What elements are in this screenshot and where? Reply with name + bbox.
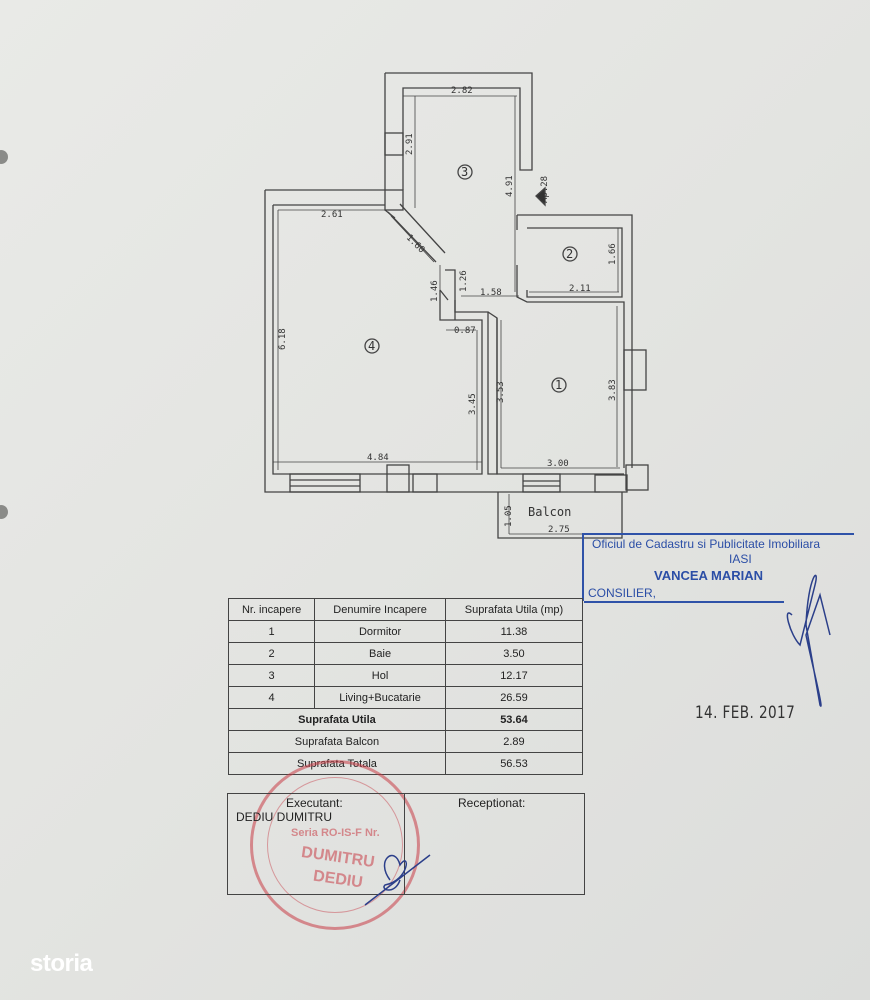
room-markers: 3 4 2 1 (364, 164, 578, 393)
col-header: Denumire Incapere (314, 598, 446, 621)
dim-label: 1.46 (430, 280, 440, 302)
ocpi-city: IASI (729, 552, 752, 566)
dim-label: 1.26 (459, 270, 469, 292)
executant-name: DEDIU DUMITRU (236, 810, 332, 824)
ocpi-office: Oficiul de Cadastru si Publicitate Imobi… (592, 537, 821, 551)
col-header: Nr. incapere (227, 598, 316, 621)
window-pillar (625, 464, 649, 491)
dim-label: 4.91 (505, 175, 515, 197)
window (289, 473, 361, 493)
balcony-outline (497, 492, 623, 539)
wall (384, 72, 533, 190)
dim-label: 6.18 (278, 328, 288, 350)
room-number: 4 (368, 339, 375, 353)
dim-label: 1.05 (504, 505, 514, 527)
floor-plan: 2.82 2.91 4.91 2.61 1.60 1.26 1.46 1.58 … (264, 72, 649, 539)
room-number: 1 (555, 378, 562, 392)
ocpi-stamp: Oficiul de Cadastru si Publicitate Imobi… (582, 533, 854, 603)
dim-label: 3.00 (547, 459, 569, 469)
punch-hole (0, 505, 8, 519)
signature (786, 574, 831, 707)
dim-label: 0.87 (454, 326, 476, 336)
dim-label: 2.11 (569, 284, 591, 294)
dim-label: 3.83 (608, 379, 618, 401)
wall (516, 214, 633, 468)
window (412, 473, 438, 493)
wall (264, 189, 497, 493)
pillar (386, 464, 410, 493)
ocpi-name: VANCEA MARIAN (654, 568, 764, 583)
executant-label: Executant: (286, 796, 343, 810)
entrance-label: Ap.28 (540, 176, 550, 203)
chimney (384, 132, 404, 156)
executant-signature (364, 854, 431, 906)
dim-label: 3.53 (496, 381, 506, 403)
chimney (384, 189, 404, 211)
wall (445, 269, 498, 475)
pillar (594, 474, 628, 493)
dim-label: 2.75 (548, 525, 570, 535)
signature-box: Executant: DEDIU DUMITRU Receptionat: (227, 793, 585, 895)
dim-label: 3.45 (468, 393, 478, 415)
window-pillar (623, 349, 647, 391)
rooms-table: Nr. incapere Denumire Incapere Suprafata… (227, 598, 584, 775)
ocpi-role: CONSILIER, (588, 586, 657, 600)
window (522, 473, 561, 493)
balcony-label: Balcon (528, 505, 571, 519)
room-number: 3 (461, 165, 468, 179)
storia-logo: storia (30, 950, 93, 977)
date-stamp: 14. FEB. 2017 (695, 703, 796, 723)
punch-hole (0, 150, 8, 164)
dim-label: 1.60 (404, 233, 426, 255)
dim-label: 2.91 (405, 133, 415, 155)
room-number: 2 (566, 247, 573, 261)
dim-label: 1.66 (608, 243, 618, 265)
table-header: Nr. incapere Denumire Incapere Suprafata… (227, 598, 584, 621)
receptionat-label: Receptionat: (458, 796, 526, 810)
dim-label: 2.61 (321, 210, 343, 220)
diagonal-wall (387, 203, 446, 263)
col-header: Suprafata Utila (mp) (444, 598, 584, 621)
dim-label: 2.82 (451, 86, 473, 96)
dim-label: 1.58 (480, 288, 502, 298)
red-certification-stamp: Seria RO-IS-F Nr. DUMITRU DEDIU (250, 760, 420, 930)
dim-label: 4.84 (367, 453, 389, 463)
entrance-arrow-icon (535, 186, 546, 207)
